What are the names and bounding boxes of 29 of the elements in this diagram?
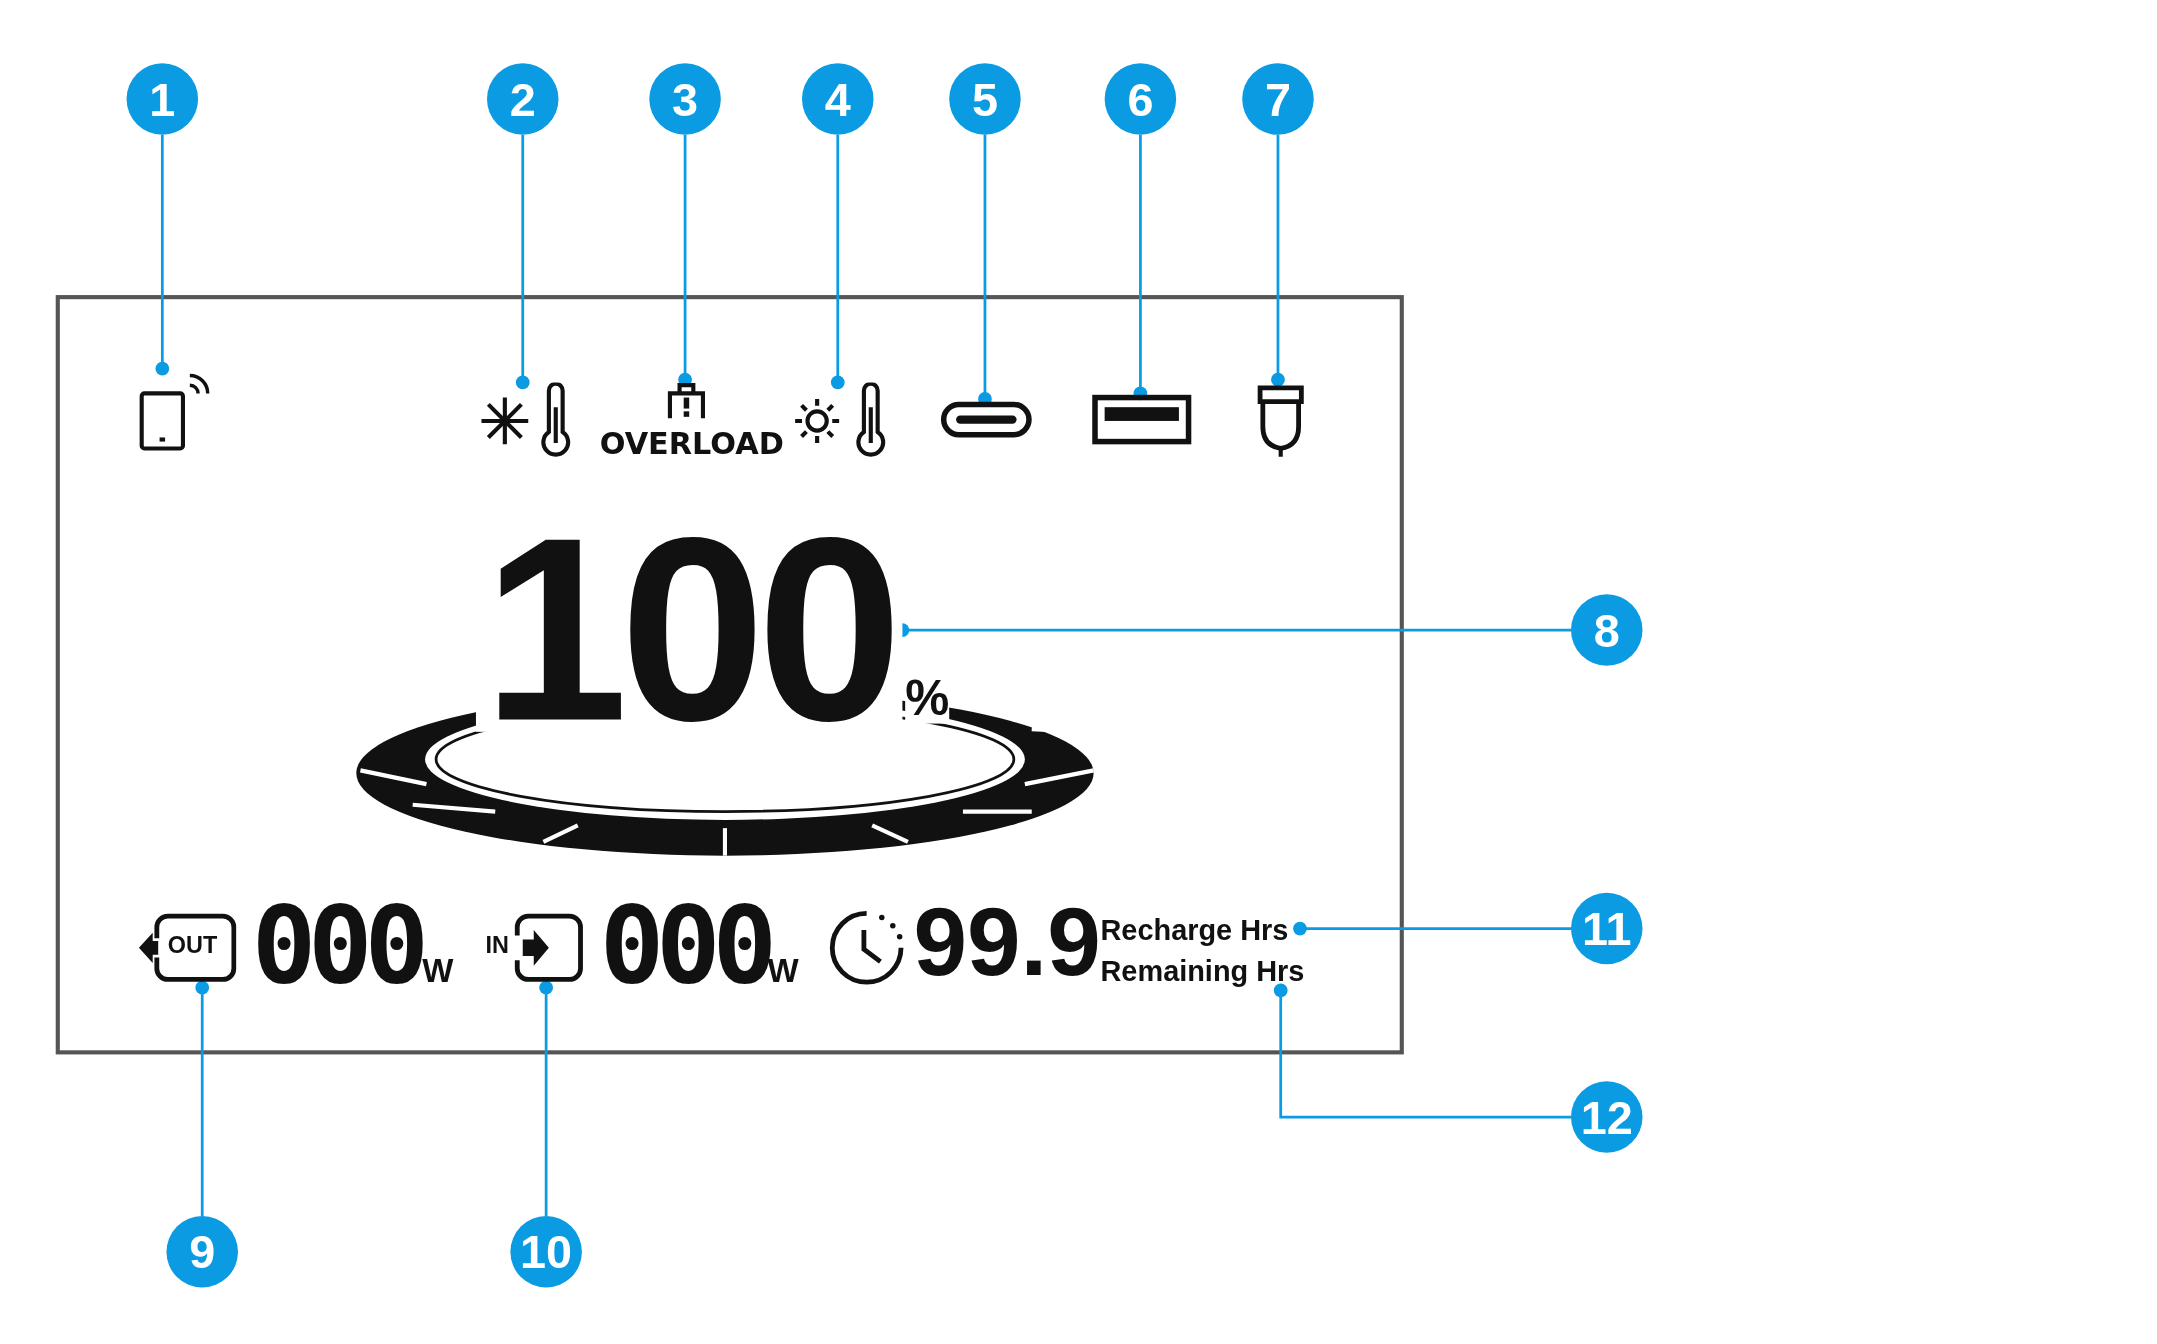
callout-number: 1 (126, 63, 199, 135)
leader-line (1273, 983, 1571, 1119)
leader-line (515, 134, 530, 390)
callout-number: 10 (510, 1216, 582, 1288)
overload-label: OVERLOAD (599, 426, 784, 461)
callout-number: 2 (487, 63, 559, 135)
callout-number: 6 (1104, 63, 1177, 135)
callout-number: 7 (1242, 63, 1314, 135)
watt-unit: W (422, 954, 454, 988)
callout-number: 5 (949, 63, 1021, 135)
leader-line (830, 134, 845, 390)
callout-number: 9 (166, 1216, 238, 1288)
callout-number: 11 (1571, 892, 1643, 965)
remaining-hours-label: Remaining Hrs (1100, 951, 1314, 991)
output-label: OUT (167, 932, 218, 961)
output-watts-digits: 000 (251, 891, 422, 999)
callout-number: 4 (802, 63, 874, 135)
leader-line (539, 980, 553, 1217)
leader-line (195, 980, 210, 1217)
callout-number: 3 (649, 63, 721, 135)
recharge-hours-label: Recharge Hrs (1100, 910, 1300, 950)
leader-line (1293, 921, 1571, 936)
hours-digits: 99.9 (913, 894, 1101, 991)
leader-line (1271, 134, 1285, 387)
leader-line (155, 134, 170, 376)
usb-port-icon (1090, 393, 1193, 446)
callout-number: 12 (1571, 1081, 1643, 1153)
input-label: IN (485, 932, 509, 961)
callout-number: 8 (1571, 594, 1643, 666)
